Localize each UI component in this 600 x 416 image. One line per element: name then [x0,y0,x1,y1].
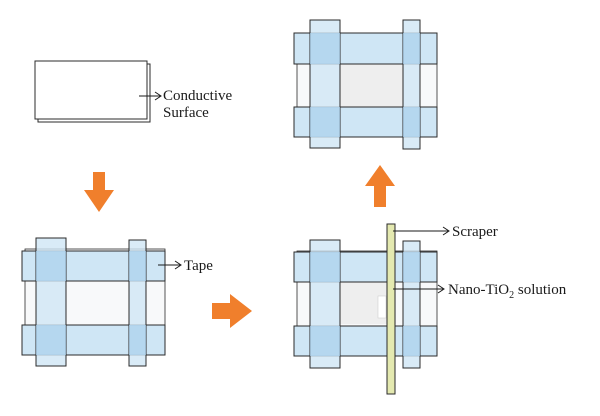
arrow-right [212,294,252,328]
tape-label: Tape [184,258,213,274]
tape-pointer-arrow [158,260,182,270]
coating-step [293,223,438,395]
conductive-label-line1: Conductive [163,88,232,104]
arrow-down [84,172,114,212]
conductive-pointer-arrow [139,91,162,101]
solution-label: Nano-TiO2 solution [448,282,567,301]
solution-pointer-arrow [393,284,445,294]
scraper [386,223,396,395]
tio2-film [340,64,403,107]
conductive-substrate [34,60,151,123]
coated-result [293,19,438,150]
scraper-label: Scraper [452,224,498,240]
taped-substrate [21,237,166,367]
scraper-pointer-arrow [393,226,450,236]
tio2-solution [377,295,387,319]
arrow-up [365,165,395,207]
conductive-label-line2: Surface [163,105,209,121]
